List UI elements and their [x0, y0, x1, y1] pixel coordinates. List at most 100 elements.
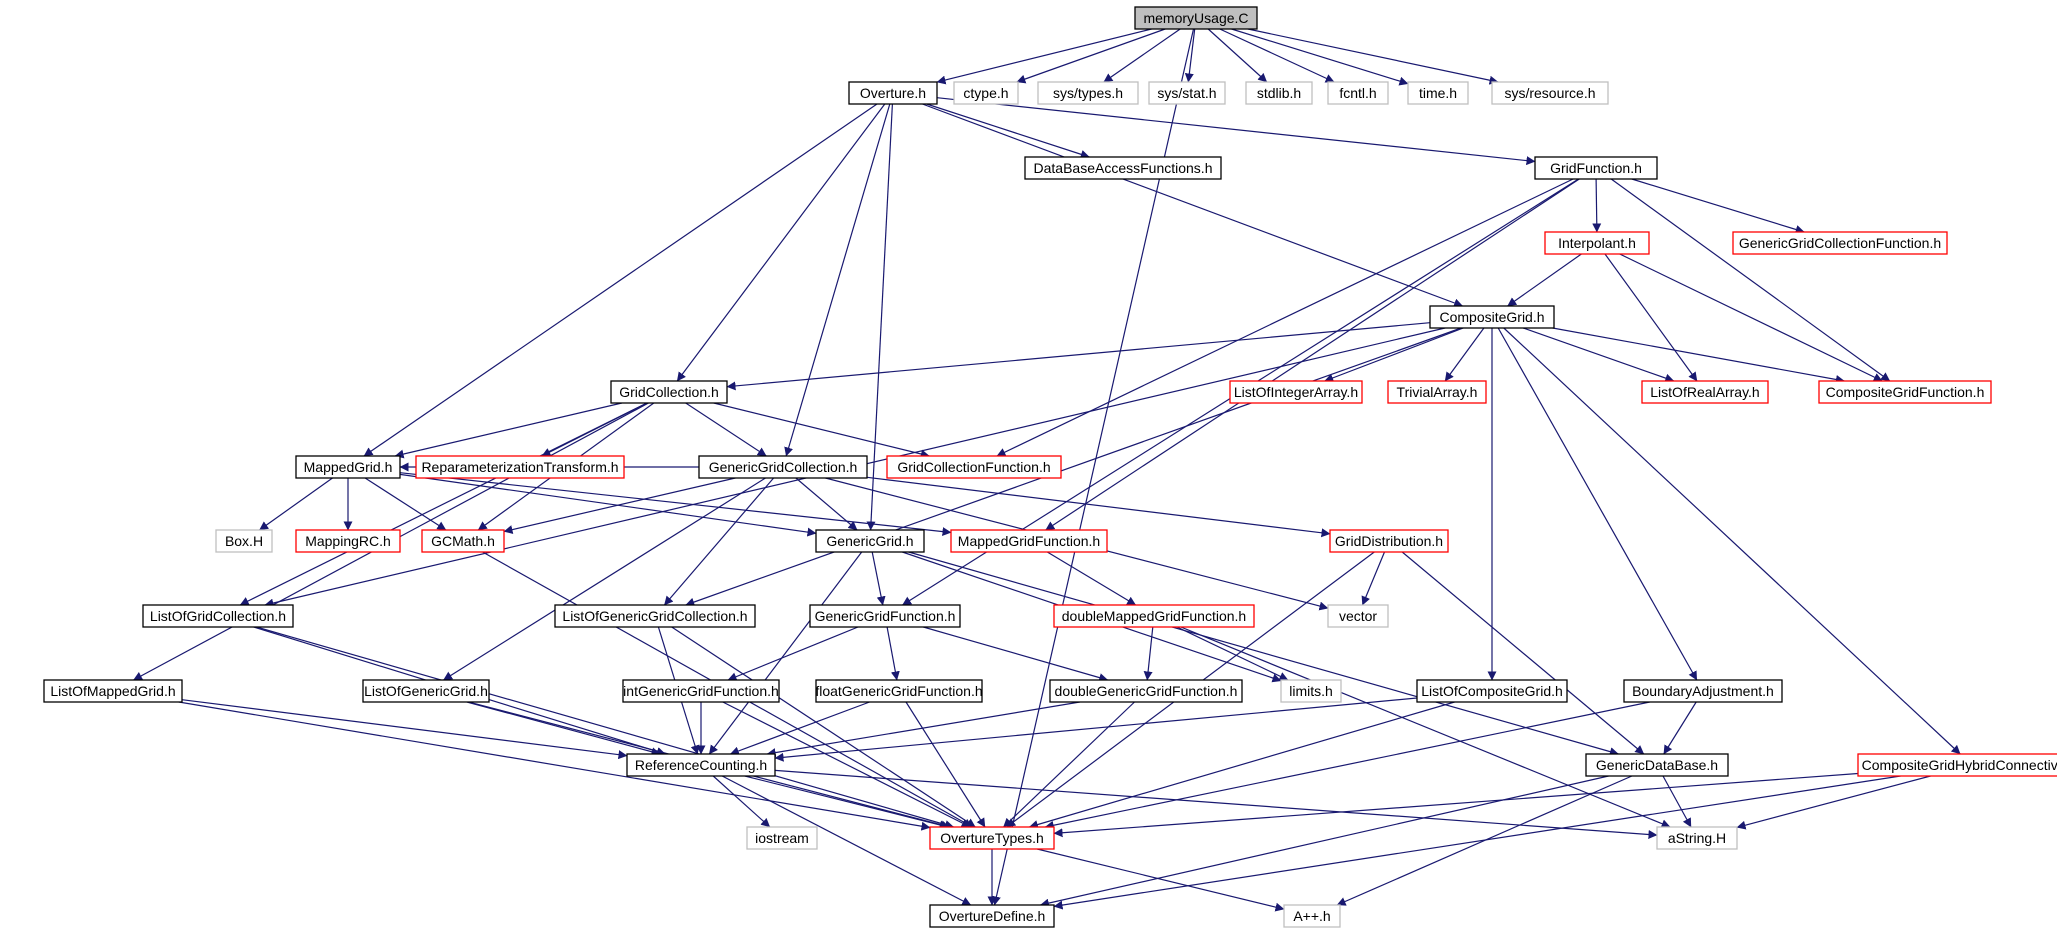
- node-label: TrivialArray.h: [1397, 384, 1478, 400]
- node-box: [43, 679, 183, 703]
- edge-GenericGridCollection-to-ListOfGenericGrid: [443, 477, 766, 681]
- node-CompositeGridFunction[interactable]: CompositeGridFunction.h: [1818, 380, 1992, 404]
- node-CompositeGrid[interactable]: CompositeGrid.h: [1429, 305, 1555, 329]
- node-box: [1534, 156, 1658, 180]
- node-box: [1491, 81, 1609, 105]
- node-ctype[interactable]: ctype.h: [953, 81, 1019, 105]
- edge-doubleGenericGridFunction-to-ReferenceCounting: [766, 701, 1080, 758]
- node-label: MappedGridFunction.h: [958, 533, 1100, 549]
- node-systypes[interactable]: sys/types.h: [1037, 81, 1139, 105]
- node-box: [1283, 904, 1341, 928]
- node-fcntl[interactable]: fcntl.h: [1327, 81, 1389, 105]
- node-aString[interactable]: aString.H: [1656, 826, 1738, 850]
- node-box: [1387, 380, 1487, 404]
- edge-ListOfGenericGrid-to-ReferenceCounting: [466, 701, 661, 757]
- node-GridFunction[interactable]: GridFunction.h: [1534, 156, 1658, 180]
- node-OvertureTypes[interactable]: OvertureTypes.h: [929, 826, 1055, 850]
- node-CompositeGridHybridConnectivity[interactable]: CompositeGridHybridConnectivity.h: [1857, 753, 2057, 777]
- node-box: [1656, 826, 1738, 850]
- node-label: ListOfIntegerArray.h: [1234, 384, 1358, 400]
- node-box: [1245, 81, 1313, 105]
- edge-ReferenceCounting-to-OvertureDefine: [721, 775, 972, 906]
- edge-GenericGridFunction-to-doubleGenericGridFunction: [923, 626, 1109, 682]
- edge-Overture-to-GridCollection: [676, 103, 886, 382]
- node-ListOfGenericGridCollection[interactable]: ListOfGenericGridCollection.h: [554, 604, 756, 628]
- node-sysstat[interactable]: sys/stat.h: [1148, 81, 1226, 105]
- node-Interpolant[interactable]: Interpolant.h: [1544, 231, 1650, 255]
- edge-CompositeGrid-to-BoundaryAdjustment: [1497, 327, 1698, 681]
- node-TrivialArray[interactable]: TrivialArray.h: [1387, 380, 1487, 404]
- node-ListOfIntegerArray[interactable]: ListOfIntegerArray.h: [1229, 380, 1363, 404]
- node-OvertureDefine[interactable]: OvertureDefine.h: [929, 904, 1055, 928]
- node-BoxH[interactable]: Box.H: [215, 529, 273, 553]
- node-label: CompositeGridHybridConnectivity.h: [1862, 757, 2057, 773]
- node-time[interactable]: time.h: [1407, 81, 1469, 105]
- edge-ListOfCompositeGrid-to-ReferenceCounting: [774, 697, 1418, 762]
- edge-ReferenceCounting-to-iostream: [712, 775, 771, 828]
- node-label: sys/resource.h: [1504, 85, 1595, 101]
- node-GenericGridFunction[interactable]: GenericGridFunction.h: [809, 604, 961, 628]
- edge-CompositeGridHybridConnectivity-to-OvertureDefine: [1053, 775, 1901, 910]
- node-ListOfMappedGrid[interactable]: ListOfMappedGrid.h: [43, 679, 183, 703]
- edge-GenericGridCollection-to-GCMath: [503, 477, 736, 534]
- edge-Overture-to-MappedGrid: [363, 103, 878, 457]
- node-ListOfGridCollection[interactable]: ListOfGridCollection.h: [142, 604, 294, 628]
- node-MappedGrid[interactable]: MappedGrid.h: [295, 455, 401, 479]
- node-stdlib[interactable]: stdlib.h: [1245, 81, 1313, 105]
- edge-GenericGridCollection-to-ListOfGenericGridCollection: [663, 477, 775, 606]
- node-GenericDataBase[interactable]: GenericDataBase.h: [1585, 753, 1729, 777]
- node-GenericGridCollectionFunction[interactable]: GenericGridCollectionFunction.h: [1732, 231, 1948, 255]
- node-label: ListOfMappedGrid.h: [50, 683, 175, 699]
- node-label: doubleGenericGridFunction.h: [1055, 683, 1238, 699]
- node-label: OvertureDefine.h: [939, 908, 1046, 924]
- edge-MappedGrid-to-GenericGrid: [399, 473, 817, 537]
- node-box: [848, 81, 938, 105]
- node-vector[interactable]: vector: [1327, 604, 1389, 628]
- node-GCMath[interactable]: GCMath.h: [421, 529, 505, 553]
- edge-ListOfGenericGridCollection-to-OvertureTypes: [671, 626, 976, 828]
- edge-GridFunction-to-GenericGridCollectionFunction: [1631, 178, 1805, 234]
- node-label: GenericGridCollectionFunction.h: [1739, 235, 1941, 251]
- node-ListOfCompositeGrid[interactable]: ListOfCompositeGrid.h: [1416, 679, 1568, 703]
- edge-MappedGrid-to-MappedGridFunction: [399, 472, 952, 537]
- node-ReparameterizationTransform[interactable]: ReparameterizationTransform.h: [415, 455, 625, 479]
- node-label: stdlib.h: [1257, 85, 1301, 101]
- node-iostream[interactable]: iostream: [746, 826, 818, 850]
- node-label: MappedGrid.h: [304, 459, 393, 475]
- node-box: [1329, 529, 1449, 553]
- node-ReferenceCounting[interactable]: ReferenceCounting.h: [626, 753, 776, 777]
- node-memoryUsage[interactable]: memoryUsage.C: [1134, 6, 1258, 30]
- node-box: [142, 604, 294, 628]
- node-Overture[interactable]: Overture.h: [848, 81, 938, 105]
- node-BoundaryAdjustment[interactable]: BoundaryAdjustment.h: [1623, 679, 1783, 703]
- edge-CompositeGridHybridConnectivity-to-OvertureTypes: [1053, 772, 1859, 838]
- node-doubleGenericGridFunction[interactable]: doubleGenericGridFunction.h: [1049, 679, 1243, 703]
- node-ListOfRealArray[interactable]: ListOfRealArray.h: [1641, 380, 1769, 404]
- node-sysresource[interactable]: sys/resource.h: [1491, 81, 1609, 105]
- node-box: [929, 826, 1055, 850]
- node-intGenericGridFunction[interactable]: intGenericGridFunction.h: [622, 679, 780, 703]
- node-MappedGridFunction[interactable]: MappedGridFunction.h: [950, 529, 1108, 553]
- node-GridCollection[interactable]: GridCollection.h: [610, 380, 728, 404]
- node-label: DataBaseAccessFunctions.h: [1034, 160, 1213, 176]
- node-DataBaseAccessFunctions[interactable]: DataBaseAccessFunctions.h: [1024, 156, 1222, 180]
- node-box: [554, 604, 756, 628]
- node-GenericGridCollection[interactable]: GenericGridCollection.h: [698, 455, 868, 479]
- edge-GridFunction-to-MappedGridFunction: [1045, 178, 1580, 531]
- node-limits[interactable]: limits.h: [1280, 679, 1342, 703]
- node-ListOfGenericGrid[interactable]: ListOfGenericGrid.h: [362, 679, 490, 703]
- node-GridCollectionFunction[interactable]: GridCollectionFunction.h: [886, 455, 1062, 479]
- node-Appp[interactable]: A++.h: [1283, 904, 1341, 928]
- node-box: [886, 455, 1062, 479]
- node-label: ListOfGridCollection.h: [150, 608, 286, 624]
- node-GridDistribution[interactable]: GridDistribution.h: [1329, 529, 1449, 553]
- edge-CompositeGrid-to-ListOfGenericGridCollection: [685, 327, 1462, 607]
- node-doubleMappedGridFunction[interactable]: doubleMappedGridFunction.h: [1053, 604, 1255, 628]
- edge-ReferenceCounting-to-OvertureTypes: [744, 775, 949, 830]
- node-GenericGrid[interactable]: GenericGrid.h: [815, 529, 925, 553]
- node-floatGenericGridFunction[interactable]: floatGenericGridFunction.h: [815, 679, 983, 703]
- node-label: Overture.h: [860, 85, 926, 101]
- node-box: [1037, 81, 1139, 105]
- edge-GridDistribution-to-GenericDataBase: [1401, 551, 1645, 755]
- node-MappingRC[interactable]: MappingRC.h: [295, 529, 401, 553]
